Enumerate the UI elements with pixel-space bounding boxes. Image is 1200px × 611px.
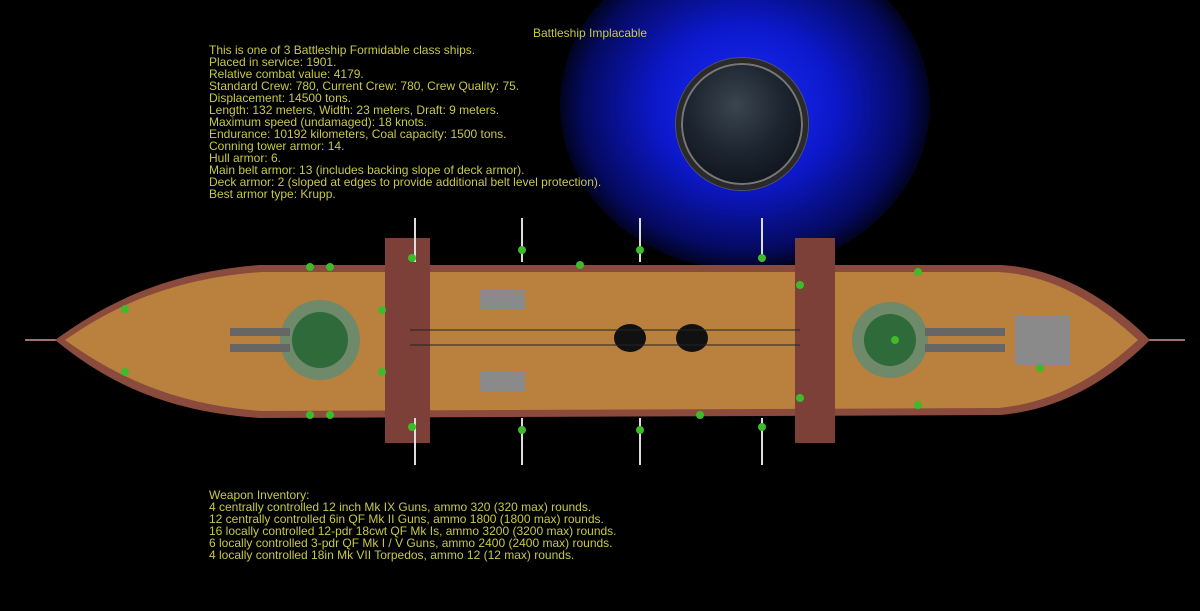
info-line: Main belt armor: 13 (includes backing sl… <box>209 163 525 177</box>
weapon-line: 6 locally controlled 3-pdr QF Mk I / V G… <box>209 536 613 550</box>
info-line: This is one of 3 Battleship Formidable c… <box>209 43 476 57</box>
info-line: Standard Crew: 780, Current Crew: 780, C… <box>209 79 520 93</box>
weapon-inventory: Weapon Inventory: 4 centrally controlled… <box>209 489 617 561</box>
ship-title: Battleship Implacable <box>533 26 648 40</box>
weapon-line: 4 locally controlled 18in Mk VII Torpedo… <box>209 548 575 562</box>
info-line: Placed in service: 1901. <box>209 55 337 69</box>
funnel <box>676 324 708 352</box>
info-line: Maximum speed (undamaged): 18 knots. <box>209 115 428 129</box>
info-line: Best armor type: Krupp. <box>209 187 336 201</box>
weapon-line: 12 centrally controlled 6in QF Mk II Gun… <box>209 512 604 526</box>
superstructure-fore <box>385 238 430 443</box>
info-line: Displacement: 14500 tons. <box>209 91 352 105</box>
info-line: Endurance: 10192 kilometers, Coal capaci… <box>209 127 507 141</box>
deck <box>65 272 1138 411</box>
info-line: Length: 132 meters, Width: 23 meters, Dr… <box>209 103 500 117</box>
weapon-line: 4 centrally controlled 12 inch Mk IX Gun… <box>209 500 592 514</box>
weapon-line: 16 locally controlled 12-pdr 18cwt QF Mk… <box>209 524 617 538</box>
info-line: Deck armor: 2 (sloped at edges to provid… <box>209 175 602 189</box>
weapon-heading: Weapon Inventory: <box>209 488 310 502</box>
funnel <box>614 324 646 352</box>
ship-info: This is one of 3 Battleship Formidable c… <box>209 44 601 200</box>
superstructure-aft <box>795 238 835 443</box>
info-line: Relative combat value: 4179. <box>209 67 364 81</box>
weapon-markers <box>121 246 1044 434</box>
ship-top-view <box>25 218 1185 465</box>
info-line: Hull armor: 6. <box>209 151 282 165</box>
ship-portrait <box>676 58 808 190</box>
info-line: Conning tower armor: 14. <box>209 139 345 153</box>
